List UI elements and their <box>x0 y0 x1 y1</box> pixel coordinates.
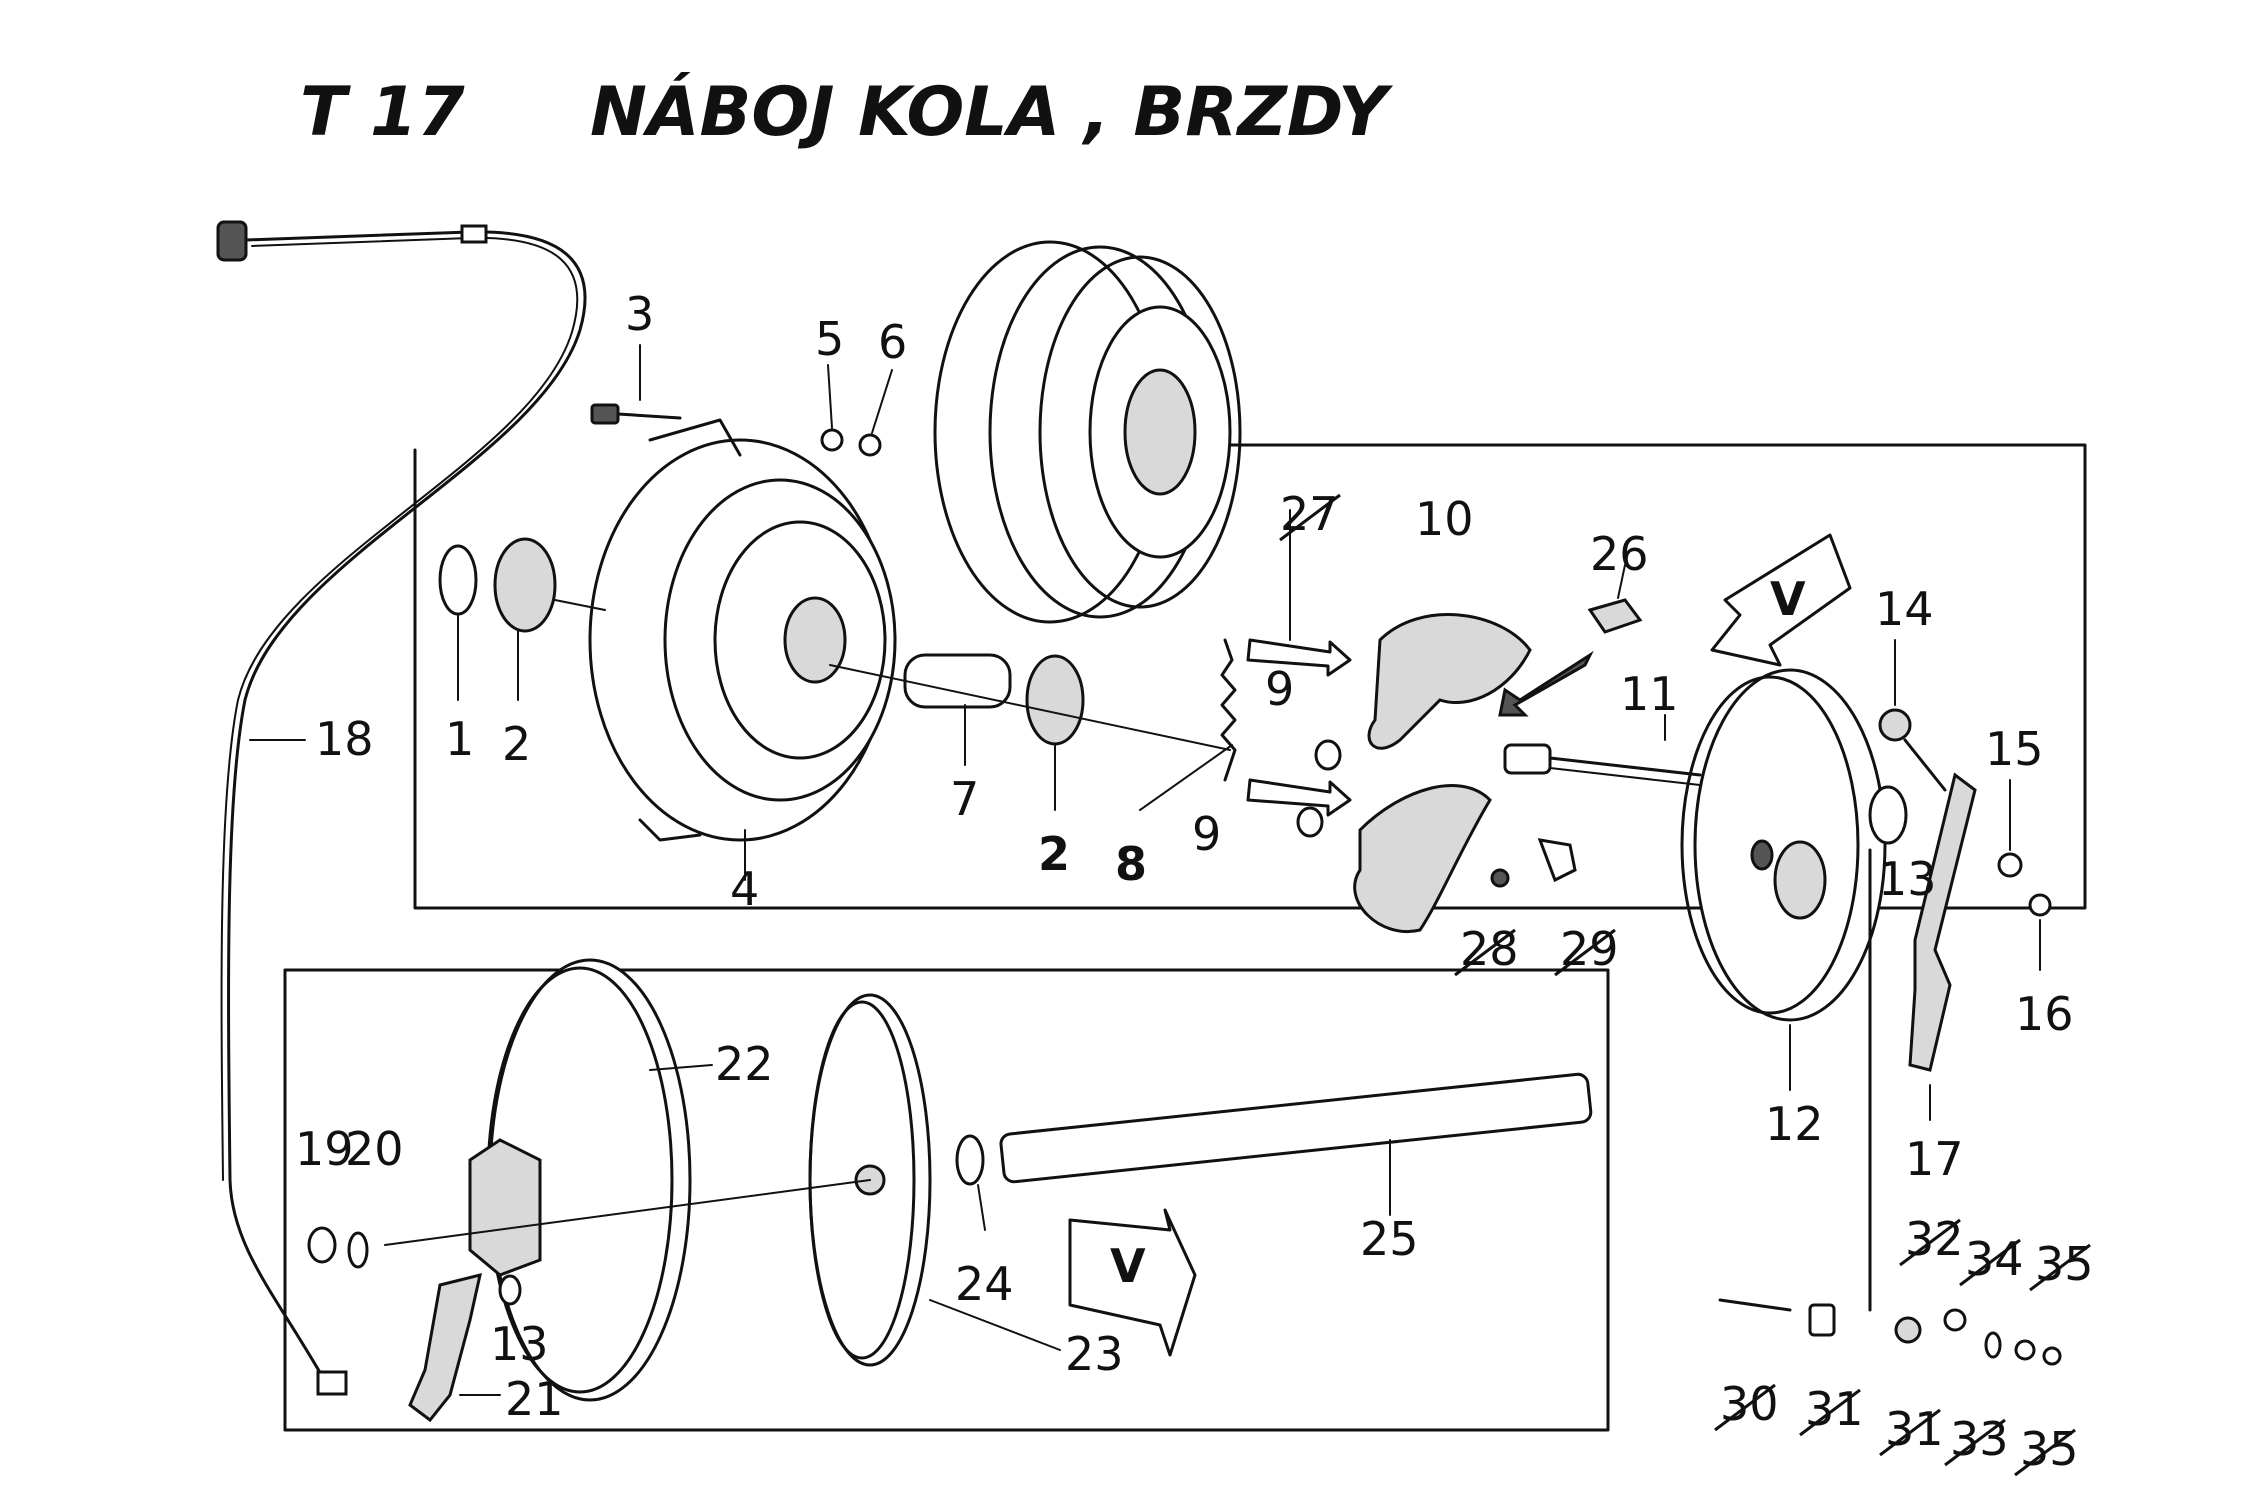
part-label-23: 23 <box>1065 1327 1124 1381</box>
part-label-18: 18 <box>315 712 374 766</box>
brake-shoe-upper <box>1367 613 1532 750</box>
brake-block <box>1587 598 1643 634</box>
small-parts-group <box>1718 1298 2062 1366</box>
part-label-10: 10 <box>1415 492 1474 546</box>
rear-brake-lever <box>408 1272 482 1423</box>
wheel-hub <box>588 418 897 842</box>
crossed-out-marks <box>1279 493 2091 1477</box>
part-label-20: 20 <box>345 1122 404 1176</box>
washer-13-lower <box>498 1274 522 1306</box>
bearing-right <box>1025 654 1085 746</box>
part-label-24: 24 <box>955 1257 1014 1311</box>
part-label-7: 7 <box>950 772 979 826</box>
washer <box>820 428 844 452</box>
lower-group-frame <box>283 968 1610 1432</box>
washer-19 <box>307 1226 337 1264</box>
bolt <box>590 403 682 425</box>
brake-cable <box>216 220 587 1396</box>
part-label-19: 19 <box>295 1122 354 1176</box>
rear-axle <box>999 1072 1593 1184</box>
washer-20 <box>347 1231 369 1269</box>
part-label-12: 12 <box>1765 1097 1824 1151</box>
part-numbers: 3 5 6 27 10 26 14 11 15 1 2 18 9 7 2 8 9… <box>295 287 2094 1476</box>
part-label-17: 17 <box>1905 1132 1964 1186</box>
part-label-21: 21 <box>505 1372 564 1426</box>
part-label-25: 25 <box>1360 1212 1419 1266</box>
part-label-8: 8 <box>1115 837 1147 891</box>
upper-group-frame <box>413 443 2087 910</box>
screw-28 <box>1490 868 1510 888</box>
leader-lines <box>249 344 2041 1396</box>
assembly-arrow-upper <box>1246 638 1352 677</box>
part-label-4: 4 <box>730 862 759 916</box>
diagram-code: T 17 <box>300 73 465 152</box>
direction-v-arrow-upper: V <box>1710 533 1852 667</box>
part-label-13a: 13 <box>1878 852 1937 906</box>
assembly-arrow-lower <box>1246 778 1352 817</box>
washer-24 <box>955 1134 985 1186</box>
part-label-9a: 9 <box>1265 662 1294 716</box>
bolt-14 <box>1878 708 1912 742</box>
diagram-title: NÁBOJ KOLA , BRZDY <box>590 72 1394 152</box>
bracket-29 <box>1537 838 1577 883</box>
part-label-1: 1 <box>445 712 474 766</box>
direction-arrow <box>1498 650 1594 717</box>
part-label-5: 5 <box>815 312 844 366</box>
part-label-22: 22 <box>715 1037 774 1091</box>
brake-backing-plate <box>1680 668 1887 1022</box>
rear-brake-plate <box>468 958 692 1402</box>
part-label-9b: 9 <box>1192 807 1221 861</box>
direction-v-arrow-lower: V <box>1068 1208 1197 1357</box>
part-label-6: 6 <box>878 315 907 369</box>
part-label-26: 26 <box>1590 527 1649 581</box>
part-label-15: 15 <box>1985 722 2044 776</box>
return-spring <box>1220 638 1237 782</box>
wheel-rim <box>933 240 1242 624</box>
circlip <box>438 544 478 616</box>
svg-text:V: V <box>1770 572 1806 626</box>
washer-15 <box>1997 852 2023 878</box>
part-label-3: 3 <box>625 287 654 341</box>
part-label-2a: 2 <box>502 717 531 771</box>
nut-16 <box>2028 893 2052 917</box>
bearing-left <box>493 537 557 633</box>
cam-shaft <box>1503 743 1702 786</box>
part-label-13b: 13 <box>490 1317 549 1371</box>
part-label-11: 11 <box>1620 667 1679 721</box>
part-label-14: 14 <box>1875 582 1934 636</box>
part-label-16: 16 <box>2015 987 2074 1041</box>
nut <box>858 433 882 457</box>
part-label-2b: 2 <box>1038 827 1070 881</box>
bushing-upper <box>1314 739 1342 771</box>
brake-lever <box>1908 772 1977 1072</box>
washer-13 <box>1868 785 1908 845</box>
brake-shoe-lower <box>1353 784 1492 933</box>
svg-text:V: V <box>1110 1239 1146 1293</box>
bushing-lower <box>1296 806 1324 838</box>
